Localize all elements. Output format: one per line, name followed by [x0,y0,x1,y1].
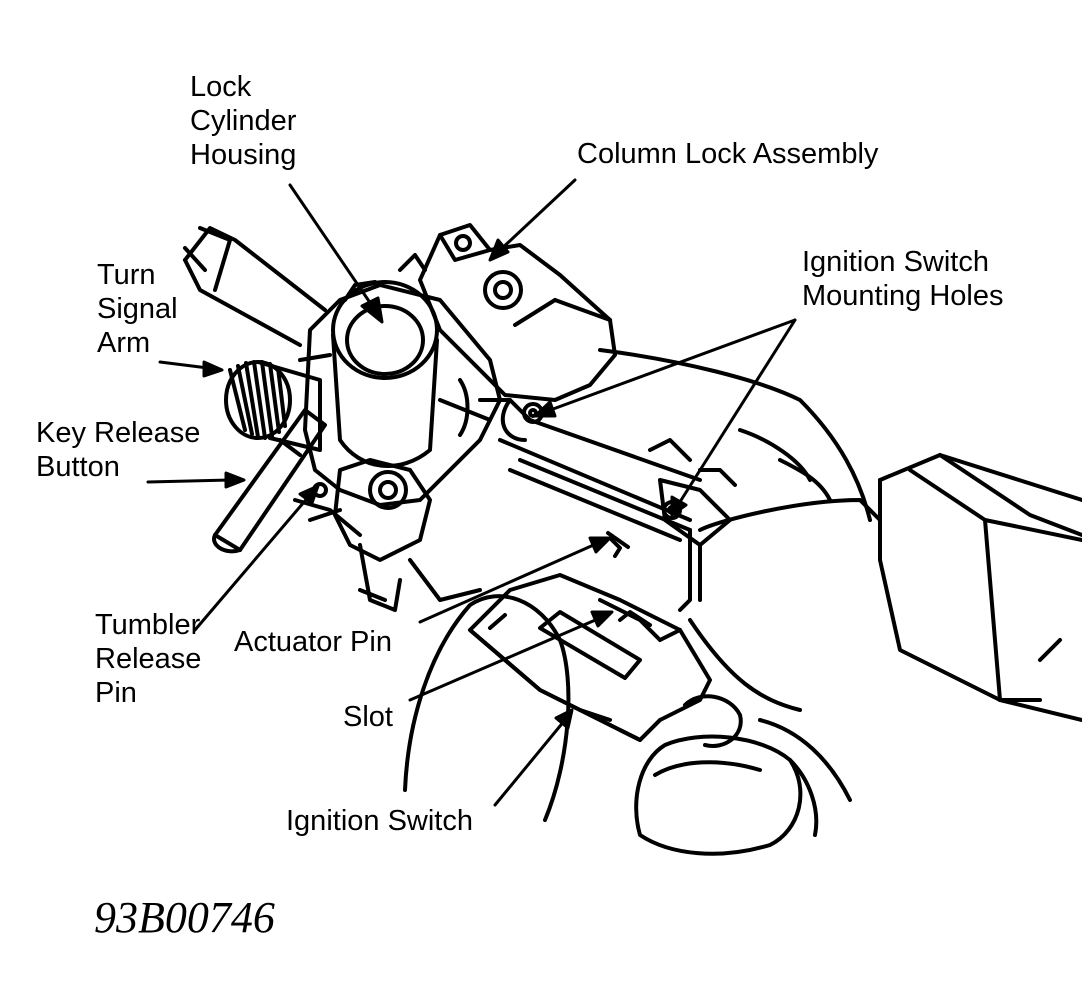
figure-id: 93B00746 [94,893,275,942]
mounting-hole-arrow-1 [533,400,557,418]
label-line: Arm [97,327,151,359]
label-lock-cylinder-housing: Lock Cylinder Housing [190,70,296,172]
label-line: Signal [97,293,178,325]
lock-cylinder-housing-body [293,253,502,537]
column-lock-assembly-body [418,223,617,402]
label-actuator-pin: Actuator Pin [234,626,392,658]
knurled-knob [224,360,322,452]
label-slot: Slot [343,701,393,733]
label-line: Tumbler [95,609,201,641]
label-line: Button [36,451,120,483]
tumbler-release-pin-arrow [298,484,320,505]
label-column-lock-assembly: Column Lock Assembly [577,138,879,170]
slot-arrow [590,610,614,628]
label-ignition-switch: Ignition Switch [286,805,473,837]
label-line: Cylinder [190,105,297,137]
label-turn-signal-arm: Turn Signal Arm [97,258,178,360]
turn-signal-arm-shaft [183,226,327,347]
mounting-hole-arrow-2 [670,495,688,517]
leader-lines [146,178,797,807]
label-ignition-switch-mounting-holes: Ignition Switch Mounting Holes [802,245,1004,313]
label-line: Turn [97,259,156,291]
lower-mount [308,458,482,612]
label-line: Lock [190,71,252,103]
label-line: Pin [95,677,137,709]
lock-cylinder-housing-arrow [360,296,384,324]
label-key-release-button: Key Release Button [36,416,200,484]
label-line: Ignition Switch [802,246,989,278]
column-housing [598,348,1082,722]
release-lever [212,408,327,554]
column-lock-assembly-arrow [488,238,510,262]
label-line: Key Release [36,417,201,449]
label-tumbler-release-pin: Tumbler Release Pin [95,608,201,710]
key-release-button-arrow [224,471,246,489]
label-line: Release [95,643,202,675]
turn-signal-arm-arrow [202,360,224,378]
ignition-switch-arrow [554,708,574,730]
actuator-pin-arrow [588,536,612,554]
label-line: Mounting Holes [802,280,1004,312]
label-line: Housing [190,139,297,171]
